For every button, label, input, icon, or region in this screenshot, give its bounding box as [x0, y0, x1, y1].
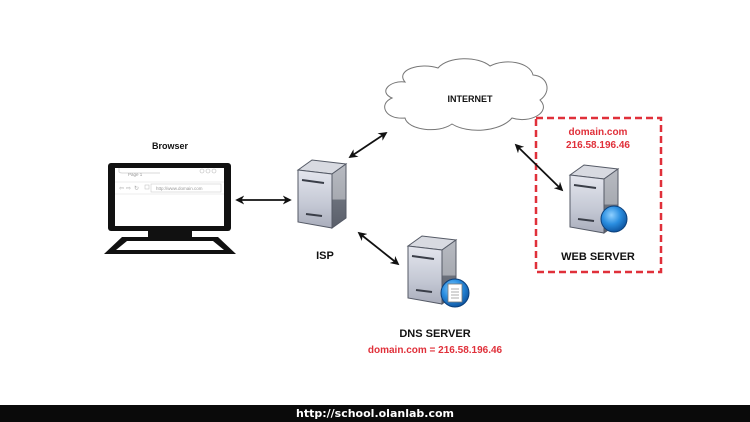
web-server-highlight-box: [534, 116, 663, 274]
browser-reload-icon: ↻: [134, 185, 139, 192]
internet-cloud-icon: [384, 58, 548, 131]
browser-forward-icon: ⇨: [126, 186, 131, 192]
footer-url: http://school.olanlab.com: [296, 407, 454, 420]
browser-label: Browser: [151, 141, 188, 151]
web-server-domain: domain.com: [568, 127, 628, 138]
browser-laptop-icon: ⇦ ⇨ ↻: [104, 163, 236, 254]
arrow-internet-webserver: [514, 143, 564, 192]
dns-record: domain.com = 216.58.196.46: [367, 345, 503, 356]
browser-back-icon: ⇦: [119, 186, 124, 192]
browser-tab-label: Page 1: [128, 172, 143, 177]
web-server-ip: 216.58.196.46: [566, 140, 630, 151]
dns-document-icon: [440, 278, 470, 308]
isp-label: ISP: [316, 250, 334, 262]
arrow-isp-internet: [348, 132, 388, 158]
dns-server-label: DNS SERVER: [399, 328, 471, 340]
globe-icon: [600, 205, 628, 233]
browser-url-field: http://www.domain.com: [156, 186, 203, 191]
arrow-isp-dns: [357, 231, 400, 266]
isp-server-icon: [297, 159, 347, 229]
footer-bar: http://school.olanlab.com: [0, 405, 750, 422]
web-server-label: WEB SERVER: [561, 251, 635, 263]
internet-label: INTERNET: [447, 94, 493, 104]
